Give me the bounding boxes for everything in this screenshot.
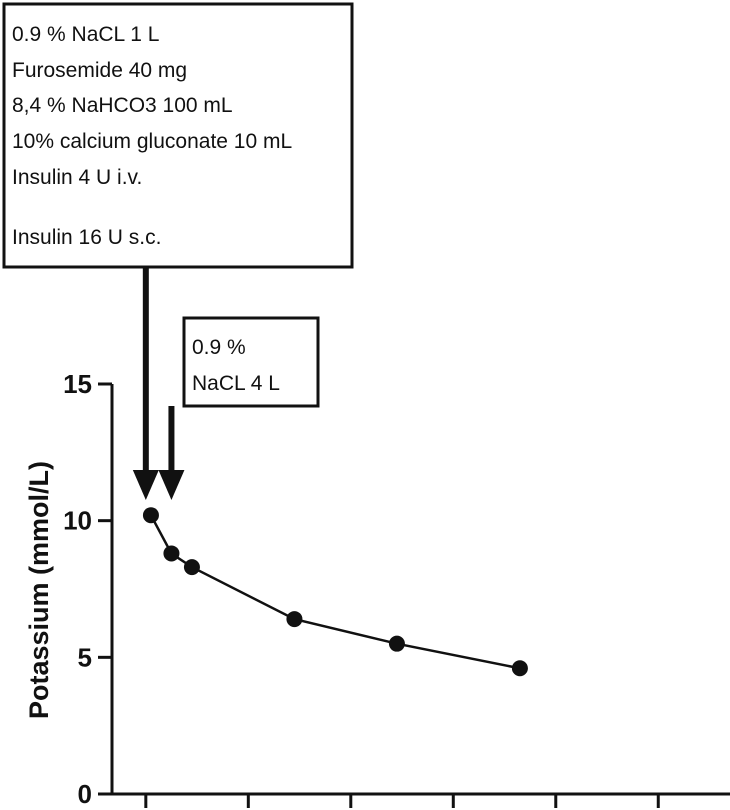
annotation-line: 10% calcium gluconate 10 mL	[12, 130, 292, 153]
annotation-box-saline-frame	[182, 316, 320, 408]
y-tick-label: 0	[78, 779, 92, 809]
annotation-box-saline: 0.9 % NaCL 4 L	[182, 316, 320, 408]
data-point	[388, 635, 405, 652]
annotation-box-treatment: 0.9 % NaCL 1 L Furosemide 40 mg 8,4 % Na…	[2, 2, 354, 269]
data-points	[142, 507, 528, 677]
y-tick-label: 10	[63, 506, 92, 536]
annotation-arrow-head	[158, 470, 185, 500]
x-ticks	[144, 794, 660, 808]
data-point	[163, 545, 180, 562]
annotation-arrow-head	[132, 470, 159, 500]
annotation-line: NaCL 4 L	[192, 372, 280, 395]
series-line	[149, 514, 521, 670]
data-point	[286, 611, 303, 628]
annotation-box-treatment-frame	[2, 2, 354, 269]
y-tick-label: 5	[78, 642, 92, 672]
y-ticks: 0 5 10 15	[63, 369, 112, 809]
annotation-line: 0.9 %	[192, 336, 246, 359]
annotation-line: Furosemide 40 mg	[12, 59, 187, 82]
annotation-arrows	[132, 267, 185, 500]
annotation-line: Insulin 4 U i.v.	[12, 166, 142, 189]
annotation-line: 8,4 % NaHCO3 100 mL	[12, 94, 233, 117]
annotation-line: Insulin 16 U s.c.	[12, 226, 161, 249]
data-point	[142, 507, 159, 524]
data-point	[183, 559, 200, 576]
data-point	[511, 660, 528, 677]
annotation-line: 0.9 % NaCL 1 L	[12, 23, 159, 46]
y-axis-title: Potassium (mmol/L)	[24, 461, 54, 719]
y-tick-label: 15	[63, 369, 92, 399]
